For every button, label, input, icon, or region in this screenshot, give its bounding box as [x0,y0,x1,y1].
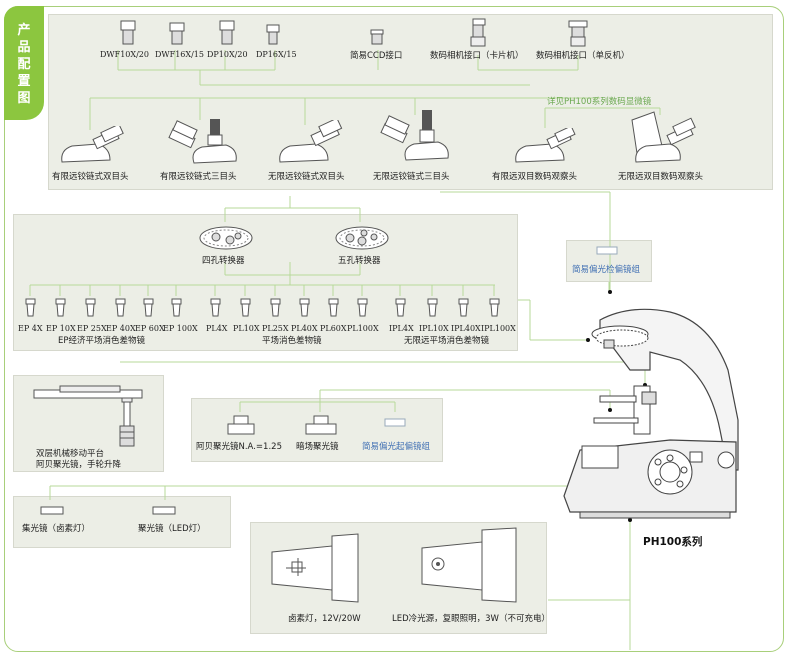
model-name: PH100系列 [643,536,703,548]
objective-label: IPL10X [419,324,449,333]
objective-icon [489,298,500,317]
objective-label: EP 10X [46,324,76,333]
objective-label: IPL4X [389,324,414,333]
condenser-label: 简易偏光起偏镜组 [362,442,431,452]
nosepiece-icon [335,226,389,250]
objective-label: EP 40X [106,324,136,333]
objective-icon [328,298,339,317]
objective-label: PL100X [347,324,379,333]
nosepiece-label: 四孔转换器 [202,256,245,266]
head-label: 无限远铰链式三目头 [373,172,450,182]
trinocular-head-icon [380,110,449,161]
nosepiece-label: 五孔转换器 [338,256,381,266]
eyepiece-label: DWF16X/15 [155,50,204,59]
panel-analyzer [566,240,652,282]
binocular-head-icon [279,120,343,163]
objective-icon [240,298,251,317]
polarizer-icon [384,418,406,427]
eyepiece-icon [169,22,185,45]
eyepiece-label: DP10X/20 [207,50,248,59]
section-tab-label: 产品配置图 [17,23,31,106]
slr-adapter-icon [568,20,588,47]
objective-group-title: 平场消色差物镜 [262,336,322,346]
eyepiece-icon [266,24,280,45]
eyepiece-label: DP16X/15 [256,50,297,59]
head-label: 无限远铰链式双目头 [268,172,345,182]
adapter-label: 数码相机接口（单反机） [536,51,630,61]
objective-label: IPL40X [451,324,481,333]
binocular-head-icon [61,126,124,163]
darkfield-condenser-icon [305,415,337,435]
objective-icon [171,298,182,317]
trinocular-head-icon [168,119,237,164]
adapter-label: 简易CCD接口 [350,51,403,61]
condenser-label: 暗场聚光镜 [296,442,339,452]
objective-icon [427,298,438,317]
collector-lens-icon [40,506,64,515]
abbe-condenser-icon [227,415,255,435]
objective-icon [458,298,469,317]
halogen-lamp-icon [271,533,359,603]
lamp-label: 卤素灯，12V/20W [288,614,361,624]
stage-label: 阿贝聚光镜，手轮升降 [36,460,122,470]
eyepiece-icon [219,20,235,45]
objective-icon [270,298,281,317]
digital-binocular-head-icon [515,128,576,163]
nosepiece-icon [199,226,253,250]
objective-label: IPL100X [481,324,516,333]
objective-group-title: EP经济平场消色差物镜 [58,336,145,346]
objective-icon [143,298,154,317]
objective-label: EP 25X [77,324,107,333]
digital-binocular-head-icon [631,111,696,163]
eyepiece-icon [120,20,136,45]
objective-label: EP 60X [135,324,165,333]
eyepiece-label: DWF10X/20 [100,50,149,59]
head-label: 有限远铰链式双目头 [52,172,129,182]
objective-label: EP 100X [163,324,198,333]
adapter-label: 数码相机接口（卡片机） [430,51,524,61]
condenser-label: 阿贝聚光镜N.A.=1.25 [196,442,282,452]
camera-adapter-icon [470,18,486,47]
head-label: 有限远铰链式三目头 [160,172,237,182]
analyzer-icon [596,246,618,255]
objective-icon [25,298,36,317]
lamp-label: LED冷光源，复眼照明，3W（不可充电） [392,614,550,624]
collector-label: 集光镜（卤素灯） [22,524,91,534]
see-also-note: 详见PH100系列数码显微镜 [547,97,652,107]
ccd-adapter-icon [370,29,384,45]
analyzer-label: 简易偏光检偏镜组 [572,265,641,275]
objective-icon [395,298,406,317]
objective-group-title: 无限远平场消色差物镜 [404,336,490,346]
panel-objectives [13,214,518,351]
microscope-body-icon [563,308,739,519]
page-frame [4,6,784,652]
stage-label: 双层机械移动平台 [36,449,105,459]
objective-label: PL25X [262,324,289,333]
objective-icon [210,298,221,317]
objective-icon [115,298,126,317]
objective-label: EP 4X [18,324,43,333]
head-label: 无限远双目数码观察头 [618,172,704,182]
collector-label: 聚光镜（LED灯） [138,524,206,534]
section-tab: 产品配置图 [4,6,44,120]
objective-icon [55,298,66,317]
head-label: 有限远双目数码观察头 [492,172,578,182]
objective-label: PL10X [233,324,260,333]
objective-icon [85,298,96,317]
collector-lens-icon [152,506,176,515]
objective-label: PL4X [206,324,228,333]
objective-icon [299,298,310,317]
objective-label: PL40X [291,324,318,333]
objective-label: PL60X [320,324,347,333]
led-lamp-icon [421,527,517,603]
panel-collectors [13,496,231,548]
mechanical-stage-icon [33,385,143,447]
objective-icon [357,298,368,317]
